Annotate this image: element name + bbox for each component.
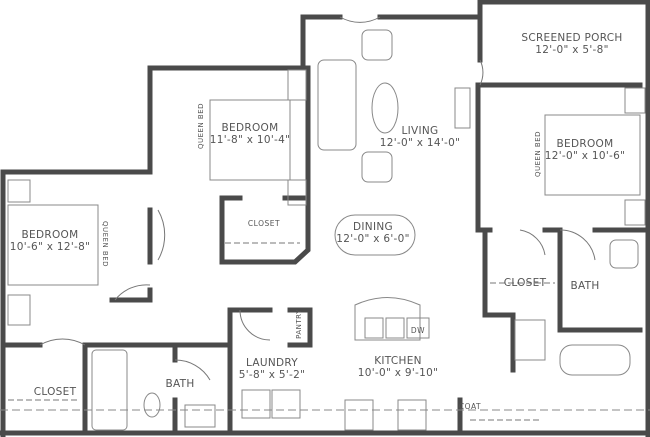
bed-label: QUEEN BED [534, 130, 543, 178]
room-dimensions: 10'-6" x 12'-8" [9, 241, 91, 253]
room-dimensions: 12'-0" x 5'-8" [535, 44, 609, 56]
room-dimensions: 11'-8" x 10'-4" [209, 134, 291, 146]
room-name: BEDROOM [221, 122, 279, 134]
room-dimensions: 5'-8" x 5'-2" [238, 369, 306, 381]
room-dimensions: 12'-0" x 6'-0" [336, 233, 410, 245]
room-label-closet-center: CLOSET [247, 219, 281, 228]
room-name: SCREENED PORCH [521, 32, 623, 44]
room-label-bath-right: BATH [570, 280, 600, 292]
doors [39, 16, 596, 381]
bed-label: QUEEN BED [197, 102, 206, 150]
room-name: BEDROOM [556, 138, 614, 150]
room-label-bath-left: BATH [165, 378, 195, 390]
room-name: LAUNDRY [245, 357, 299, 369]
room-name: LIVING [401, 125, 439, 137]
dishwasher-label: DW [410, 326, 426, 335]
fixtures [0, 29, 650, 431]
room-name: KITCHEN [374, 355, 422, 367]
room-label-closet-left: CLOSET [33, 386, 77, 398]
room-dimensions: 12'-0" x 14'-0" [379, 137, 461, 149]
room-dimensions: 10'-0" x 9'-10" [357, 367, 439, 379]
room-name: DINING [353, 221, 393, 233]
room-name: BEDROOM [21, 229, 79, 241]
room-dimensions: 12'-0" x 10'-6" [544, 150, 626, 162]
bed-label: QUEEN BED [101, 220, 110, 268]
closet-rods [8, 242, 555, 421]
room-label-pantry: PANTRY [294, 309, 303, 339]
room-label-closet-right: CLOSET [503, 277, 547, 289]
room-label-coat-closet: COAT [458, 402, 482, 411]
